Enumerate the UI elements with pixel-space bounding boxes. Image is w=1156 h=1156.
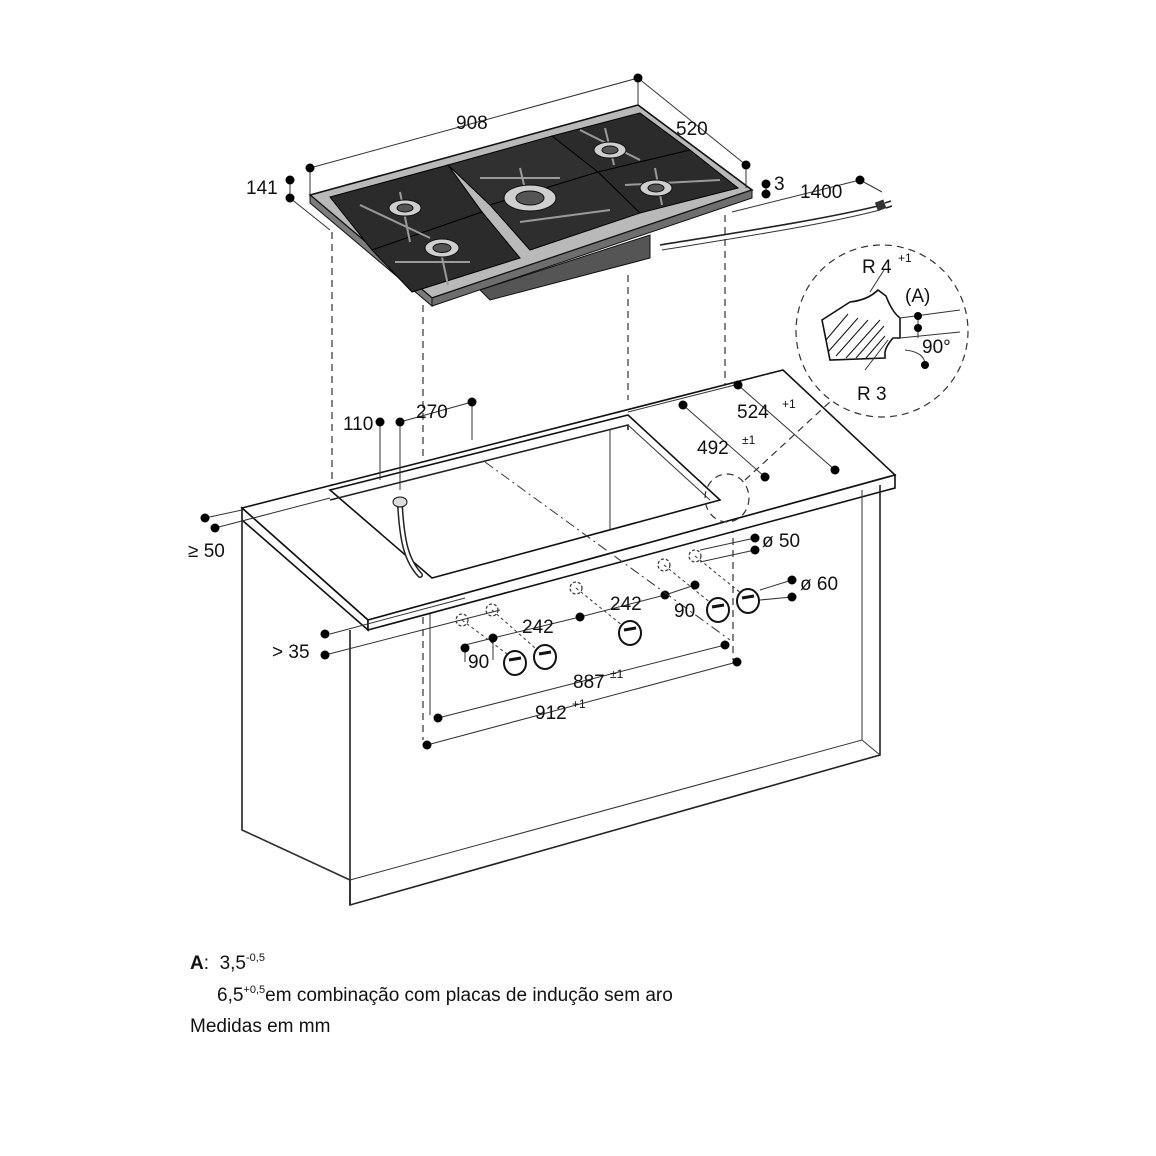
label-radius-top-tol: +1 [898,251,912,265]
note-label: A [190,953,204,974]
label-cutout-depth-inner: 492 [697,438,729,459]
label-hob-depth: 520 [676,119,708,140]
label-cutout-width-inner: 887 [573,672,605,693]
gas-hob [308,104,893,308]
units-note: Medidas em mm [190,1016,331,1037]
note-1-value: 3,5 [219,953,246,974]
label-knob-spacing-2: 242 [610,594,642,615]
label-front-clearance: > 35 [272,642,310,663]
label-knob-offset-right: 90 [674,601,695,622]
label-knob-spacing-1: 242 [522,617,554,638]
label-radius-top: R 4 [862,257,892,278]
note-2-value: 6,5 [217,985,244,1006]
label-cutout-width-outer-tol: +1 [572,697,586,711]
note-line-2: 6,5+0,5em combinação com placas de induç… [217,977,673,1009]
label-frame-height: 3 [774,174,785,195]
label-back-clearance: ≥ 50 [188,541,225,562]
dimension-labels: 908 520 141 3 1400 R 4 +1 (A) 90° R 3 11… [188,113,951,724]
cabinet-dimension-lines [204,384,836,746]
knob-hole-leaders [461,555,748,661]
cabinet-dimension-dots [200,380,840,750]
note-2-tol: +0,5 [243,984,266,996]
label-radius-bottom: R 3 [857,384,887,405]
label-angle: 90° [922,337,951,358]
label-cutout-width-outer: 912 [535,703,567,724]
label-cable-length: 1400 [800,182,842,203]
label-cutout-depth-outer-tol: +1 [782,397,796,411]
label-cutout-depth-outer: 524 [737,402,769,423]
label-cutout-width-inner-tol: ±1 [610,667,624,681]
label-knob-hole-large: ø 60 [800,574,838,595]
label-gas-inlet-distance: 270 [416,402,448,423]
label-detail: (A) [905,286,930,307]
notes: A: 3,5-0,5 6,5+0,5em combinação com plac… [190,945,673,1009]
note-line-1: A: 3,5-0,5 [190,952,265,974]
detail-callout [704,244,969,523]
label-knob-offset-left: 90 [468,652,489,673]
hob-dimension-lines [285,73,883,231]
note-2-text: em combinação com placas de indução sem … [265,985,673,1006]
label-hob-width: 908 [456,113,488,134]
note-1-tol: -0,5 [246,952,265,964]
cabinet [240,369,897,907]
label-knob-hole-small: ø 50 [762,531,800,552]
label-hob-height: 141 [246,178,278,199]
label-cutout-depth-inner-tol: ±1 [742,433,756,447]
label-gas-inlet-offset: 110 [343,414,373,435]
